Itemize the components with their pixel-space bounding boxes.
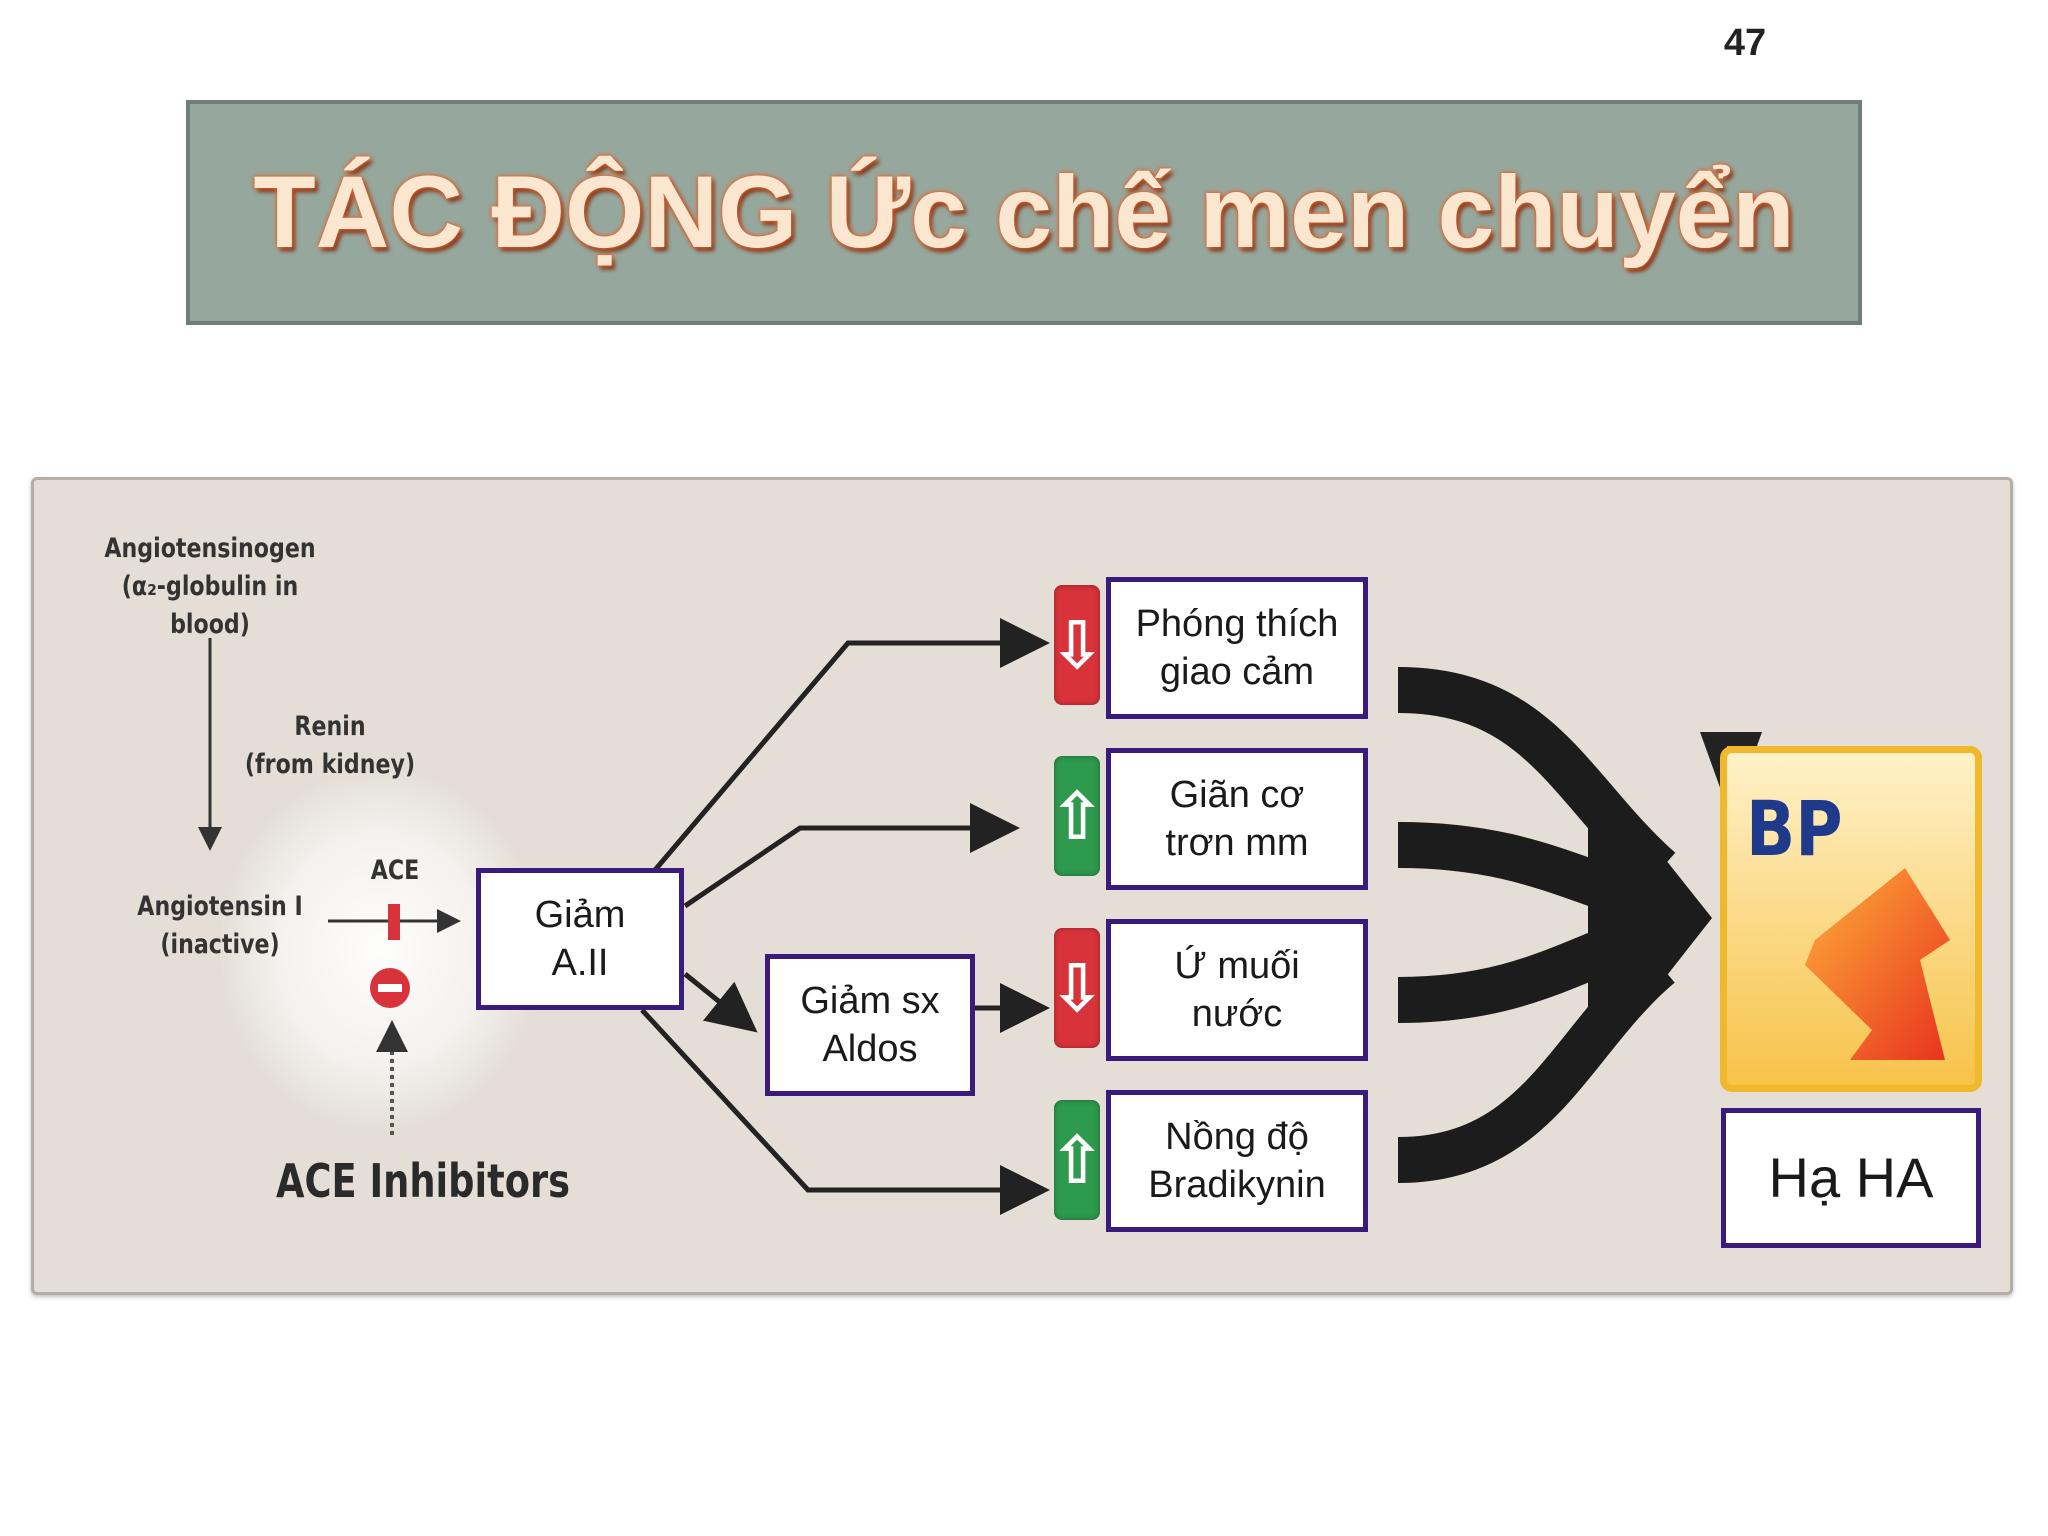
angiotensin-i-label: Angiotensin I (inactive): [137, 891, 303, 960]
branch-arrow-1: [653, 618, 1050, 872]
renin-label: Renin (from kidney): [244, 711, 416, 780]
title-banner: TÁC ĐỘNG Ức chế men chuyển: [186, 100, 1862, 325]
branch-arrow-2: [683, 803, 1020, 909]
down-arrow-icon: ⇩: [1049, 928, 1105, 1048]
ace-block-bar: [388, 904, 400, 940]
slide-title: TÁC ĐỘNG Ức chế men chuyển: [253, 155, 1795, 269]
bp-icon-label: BP: [1746, 784, 1843, 873]
converging-arrowhead: [1588, 762, 1712, 1076]
ace-inhibitors-label: ACE Inhibitors: [276, 1154, 571, 1208]
ace-label: ACE: [370, 855, 420, 886]
branch-arrow-4: [640, 1008, 1050, 1215]
up-arrow-icon: ⇧: [1049, 756, 1105, 876]
result-box: Hạ HA: [1721, 1108, 1981, 1248]
angiotensinogen-label: Angiotensinogen (α₂-globulin in blood): [104, 533, 316, 640]
down-arrow-icon: ⇩: [1049, 585, 1105, 705]
up-arrow-icon: ⇧: [1049, 1100, 1105, 1220]
branch-arrow-aldos: [683, 972, 758, 1033]
page-number: 47: [1723, 22, 1767, 64]
